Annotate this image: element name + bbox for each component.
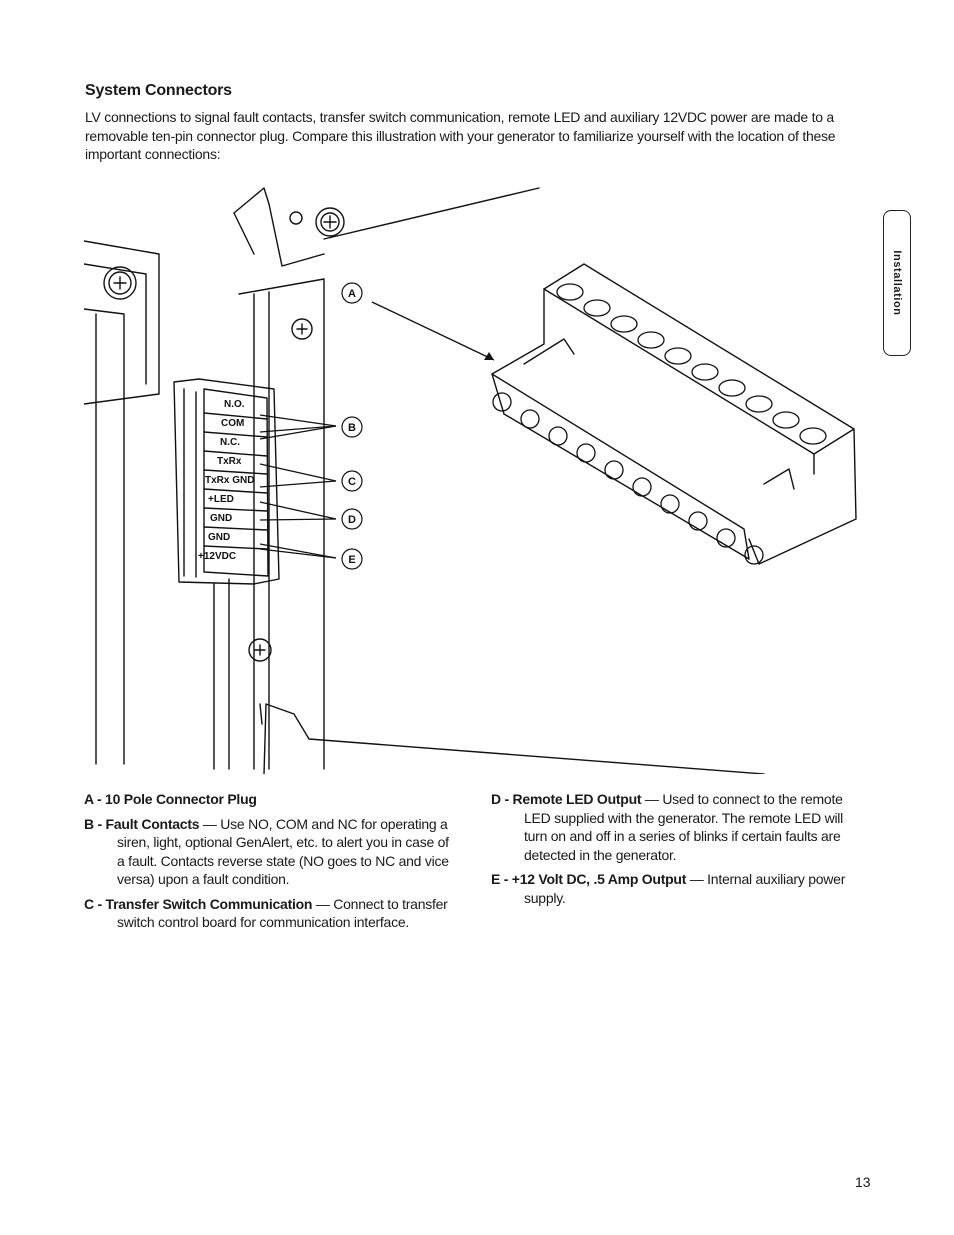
- legend-right-column: D - Remote LED Output — Used to connect …: [491, 790, 863, 913]
- section-title: System Connectors: [85, 82, 232, 99]
- terminal-label: +LED: [208, 494, 234, 505]
- legend-desc: — Used to connect to the remote LED supp…: [524, 791, 844, 863]
- terminal-label: TxRx GND: [205, 475, 254, 486]
- legend-term: E - +12 Volt DC, .5 Amp Output: [491, 871, 687, 887]
- terminal-label: N.O.: [224, 399, 245, 410]
- legend-item-a: A - 10 Pole Connector Plug: [84, 790, 456, 809]
- callout-label: E: [348, 554, 355, 566]
- legend-term: C - Transfer Switch Communication: [84, 895, 313, 912]
- callout-label: D: [348, 514, 356, 526]
- callout-d-circle: [341, 508, 363, 530]
- legend-item-d: D - Remote LED Output — Used to connect …: [491, 790, 863, 864]
- callout-e-circle: [341, 548, 363, 570]
- legend-item-c: C - Transfer Switch Communication — Conn…: [84, 895, 456, 932]
- terminal-label: N.C.: [220, 437, 240, 448]
- side-tab: Installation: [883, 210, 911, 356]
- side-tab-label: Installation: [891, 250, 903, 316]
- intro-paragraph: LV connections to signal fault contacts,…: [85, 109, 836, 162]
- page-number: 13: [855, 1174, 871, 1190]
- legend-desc: — Use NO, COM and NC for operating a sir…: [117, 815, 449, 888]
- legend-item-b: B - Fault Contacts — Use NO, COM and NC …: [84, 815, 456, 889]
- callout-a-circle: [341, 282, 363, 304]
- legend-desc: — Connect to transfer switch control boa…: [117, 895, 448, 931]
- legend-item-e: E - +12 Volt DC, .5 Amp Output — Interna…: [491, 870, 863, 907]
- legend-term: B - Fault Contacts: [84, 815, 200, 832]
- terminal-label: COM: [221, 418, 244, 429]
- callout-label: C: [348, 476, 356, 488]
- legend-term: D - Remote LED Output: [491, 791, 642, 807]
- terminal-label: TxRx: [217, 456, 242, 467]
- callout-label: B: [348, 422, 356, 434]
- terminal-label: GND: [208, 532, 230, 543]
- callout-label: A: [348, 288, 356, 300]
- callout-b-circle: [341, 416, 363, 438]
- connector-diagram: N.O. COM N.C. TxRx TxRx GND +LED GND GND…: [84, 187, 857, 774]
- legend-desc: — Internal auxiliary power supply.: [524, 871, 846, 906]
- callout-c-circle: [341, 470, 363, 492]
- terminal-label: GND: [210, 513, 232, 524]
- terminal-label: +12VDC: [198, 551, 236, 562]
- legend-left-column: A - 10 Pole Connector Plug B - Fault Con…: [84, 790, 456, 938]
- legend-term: A - 10 Pole Connector Plug: [84, 791, 257, 807]
